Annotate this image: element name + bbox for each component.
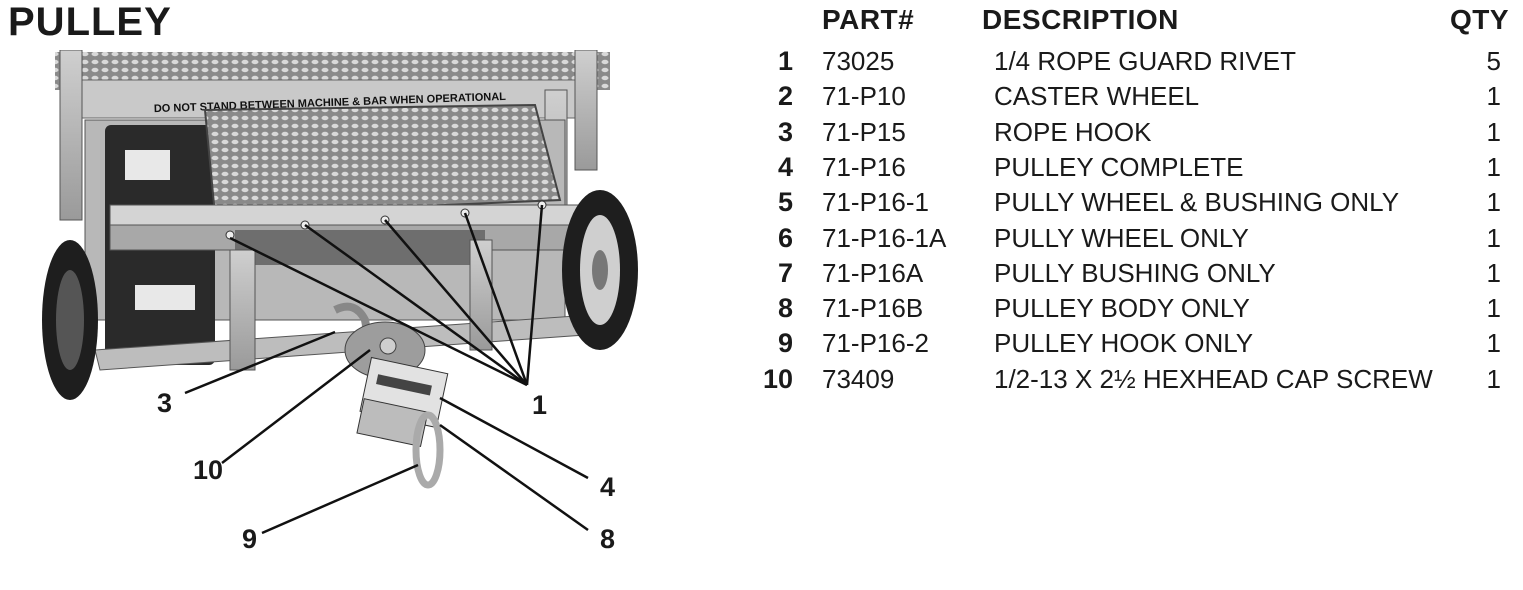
part-description: PULLEY COMPLETE [994, 151, 1244, 182]
callout-10: 10 [193, 455, 224, 485]
table-row: 10 73409 1/2-13 X 2½ HEXHEAD CAP SCREW 1 [0, 364, 1523, 399]
item-number: 3 [777, 116, 793, 147]
part-qty: 5 [1486, 46, 1501, 76]
item-number: 10 [762, 363, 793, 394]
item-number: 2 [777, 81, 793, 112]
item-number: 5 [777, 187, 793, 218]
callout-3: 3 [157, 388, 173, 418]
step-plate [203, 103, 562, 217]
table-row: 3 71-P15 ROPE HOOK 1 [0, 117, 1523, 152]
part-qty: 1 [1486, 116, 1501, 147]
table-row: 6 71-P16-1A PULLY WHEEL ONLY 1 [0, 223, 1523, 258]
callout-8: 8 [600, 524, 616, 554]
callout-9: 9 [242, 524, 258, 554]
part-number: 71-P16 [822, 151, 906, 182]
part-qty: 1 [1486, 363, 1501, 394]
part-qty: 1 [1486, 328, 1501, 359]
callout-4: 4 [600, 472, 616, 502]
table-row: 9 71-P16-2 PULLEY HOOK ONLY 1 [0, 328, 1523, 363]
part-description: CASTER WHEEL [994, 81, 1200, 112]
item-number: 8 [777, 293, 793, 324]
part-description: 1/2-13 X 2½ HEXHEAD CAP SCREW [994, 363, 1433, 394]
page-title: PULLEY [8, 0, 172, 44]
part-number: 71-P16-1 [822, 187, 929, 218]
part-qty: 1 [1486, 222, 1501, 253]
part-number: 73409 [822, 363, 895, 394]
part-number: 71-P16A [822, 257, 924, 288]
part-description: PULLY WHEEL ONLY [994, 222, 1249, 253]
header-description: DESCRIPTION [982, 4, 1179, 35]
part-qty: 1 [1486, 187, 1501, 218]
part-number: 71-P10 [822, 81, 906, 112]
part-qty: 1 [1486, 151, 1501, 182]
part-number: 71-P16-1A [822, 222, 947, 253]
table-row: 4 71-P16 PULLEY COMPLETE 1 [0, 152, 1523, 187]
part-number: 71-P16B [822, 293, 924, 324]
item-number: 7 [777, 257, 793, 288]
table-row: 8 71-P16B PULLEY BODY ONLY 1 [0, 293, 1523, 328]
item-number: 6 [777, 222, 793, 253]
part-qty: 1 [1486, 257, 1501, 288]
part-description: 1/4 ROPE GUARD RIVET [994, 46, 1296, 76]
part-description: ROPE HOOK [994, 116, 1152, 147]
table-row: 2 71-P10 CASTER WHEEL 1 [0, 81, 1523, 116]
table-row: 7 71-P16A PULLY BUSHING ONLY 1 [0, 258, 1523, 293]
part-description: PULLY BUSHING ONLY [994, 257, 1276, 288]
part-qty: 1 [1486, 293, 1501, 324]
header-qty: QTY [1449, 4, 1509, 35]
item-number: 4 [777, 151, 793, 182]
part-qty: 1 [1486, 81, 1501, 112]
part-number: 71-P15 [822, 116, 906, 147]
part-number: 71-P16-2 [822, 328, 929, 359]
callout-1: 1 [532, 390, 548, 420]
item-number: 9 [777, 328, 793, 359]
part-description: PULLEY HOOK ONLY [994, 328, 1254, 359]
table-row: 1 73025 1/4 ROPE GUARD RIVET 5 [0, 46, 1523, 81]
item-number: 1 [777, 46, 793, 76]
table-row: 5 71-P16-1 PULLY WHEEL & BUSHING ONLY 1 [0, 187, 1523, 222]
part-number: 73025 [822, 46, 895, 76]
header-part: PART# [822, 4, 915, 35]
part-description: PULLEY BODY ONLY [994, 293, 1250, 324]
part-description: PULLY WHEEL & BUSHING ONLY [994, 187, 1400, 218]
